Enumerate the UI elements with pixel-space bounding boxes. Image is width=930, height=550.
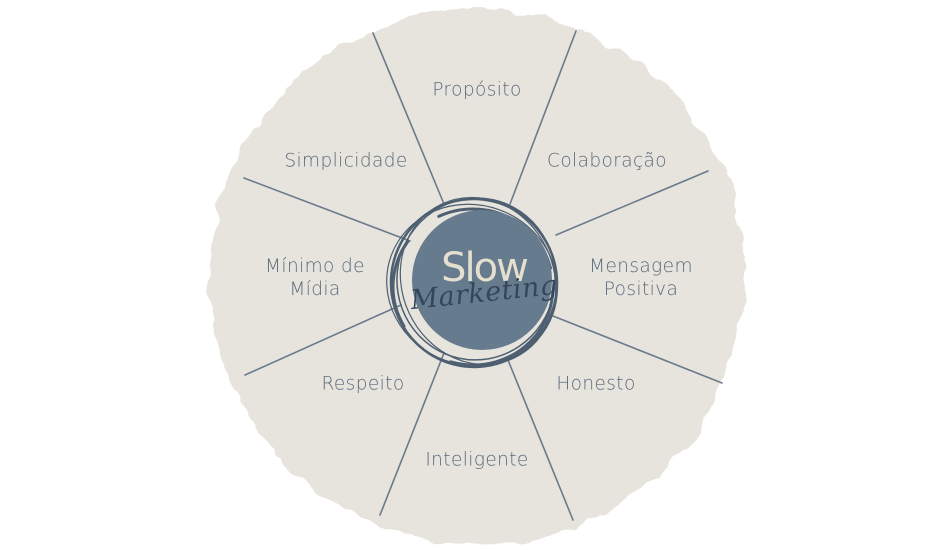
segment-label-colaboracao: Colaboração <box>547 150 667 172</box>
segment-label-minimo-de-midia: Mínimo de Mídia <box>265 256 365 300</box>
segment-label-respeito: Respeito <box>321 373 405 395</box>
segment-label-honesto: Honesto <box>556 373 636 395</box>
segment-dividers <box>243 30 723 521</box>
divider-line <box>555 170 709 236</box>
divider-line <box>379 352 445 516</box>
divider-line <box>243 177 411 242</box>
hub-disc <box>412 210 552 350</box>
divider-line <box>507 359 574 521</box>
divider-line <box>244 304 402 376</box>
divider-line <box>372 32 445 205</box>
divider-line <box>552 315 723 384</box>
divider-line <box>509 30 577 205</box>
segment-label-mensagem-positiva: Mensagem Positiva <box>589 256 693 300</box>
segment-label-simplicidade: Simplicidade <box>284 150 408 172</box>
hub-brush-rings <box>386 196 559 369</box>
center-hub <box>386 196 559 369</box>
segment-label-inteligente: Inteligente <box>425 449 529 471</box>
segment-label-proposito: Propósito <box>432 79 522 101</box>
center-title: Slow <box>441 245 529 291</box>
